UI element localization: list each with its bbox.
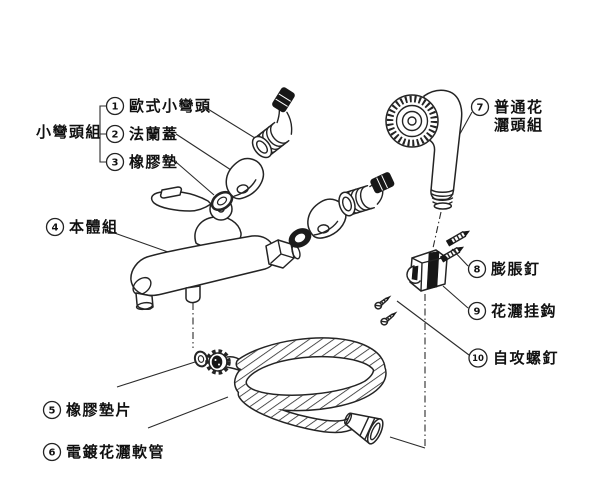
elbow-fitting-1 xyxy=(251,87,295,159)
callout-8: 8 膨脹釘 xyxy=(467,259,541,279)
callout-3-number: 3 xyxy=(112,158,119,169)
expansion-nail-1 xyxy=(445,230,471,247)
part-label-1: 歐式小彎頭 xyxy=(129,97,212,115)
shower-face-ribs xyxy=(386,95,438,147)
part-label-10: 自攻螺釘 xyxy=(493,349,559,367)
part-label-9: 花灑挂鈎 xyxy=(491,302,557,320)
group-bracket xyxy=(99,105,107,163)
part-label-7-line1: 普通花 xyxy=(494,98,544,116)
callout-5-number: 5 xyxy=(49,406,56,417)
rubber-gasket-ring-2 xyxy=(288,228,312,248)
lever-button xyxy=(159,186,183,199)
hose-nut-drawing xyxy=(205,349,243,375)
callout-5: 5 橡膠墊片 xyxy=(42,400,132,420)
part-label-7-line2: 灑頭組 xyxy=(494,116,544,134)
shower-hook-drawing xyxy=(406,249,448,292)
callout-7: 7 普通花 灑頭組 xyxy=(470,97,544,134)
callout-4-number: 4 xyxy=(52,223,59,234)
rubber-washer-drawing xyxy=(193,350,209,368)
callout-10: 10 自攻螺釘 xyxy=(468,348,559,368)
callout-10-number: 10 xyxy=(472,354,484,364)
part-label-3: 橡膠墊 xyxy=(129,153,179,171)
callout-1-number: 1 xyxy=(112,102,119,113)
group-label: 小彎頭組 xyxy=(36,123,102,141)
self-tapping-screw-1 xyxy=(374,295,392,310)
callout-3: 3 橡膠墊 xyxy=(105,152,179,172)
callout-1: 1 歐式小彎頭 xyxy=(105,96,212,116)
elbow-fitting-2 xyxy=(338,172,395,217)
callout-9: 9 花灑挂鈎 xyxy=(467,301,557,321)
callout-8-number: 8 xyxy=(474,265,481,276)
part-label-8: 膨脹釘 xyxy=(491,260,541,278)
callout-6-number: 6 xyxy=(49,448,56,459)
callout-9-number: 9 xyxy=(474,307,481,318)
assembly-axis-lines xyxy=(192,211,442,449)
leader-lines xyxy=(105,105,473,429)
part-label-5: 橡膠墊片 xyxy=(66,401,132,419)
shower-head-drawing xyxy=(385,89,463,210)
part-label-4: 本體組 xyxy=(69,218,119,236)
hose-connector-drawing xyxy=(344,412,384,445)
callout-6: 6 電鍍花灑軟管 xyxy=(42,442,165,462)
part-label-2: 法蘭蓋 xyxy=(129,125,179,143)
callout-2-number: 2 xyxy=(112,130,119,141)
callout-4: 4 本體組 xyxy=(45,217,119,237)
flange-cone-1 xyxy=(225,157,265,200)
part-label-6: 電鍍花灑軟管 xyxy=(66,443,165,461)
self-tapping-screw-2 xyxy=(380,311,398,326)
callout-7-number: 7 xyxy=(477,103,484,114)
faucet-body-drawing xyxy=(130,186,301,311)
expansion-nail-2 xyxy=(439,246,465,263)
callout-2: 2 法蘭蓋 xyxy=(105,124,179,144)
shower-hose-drawing xyxy=(234,337,387,445)
